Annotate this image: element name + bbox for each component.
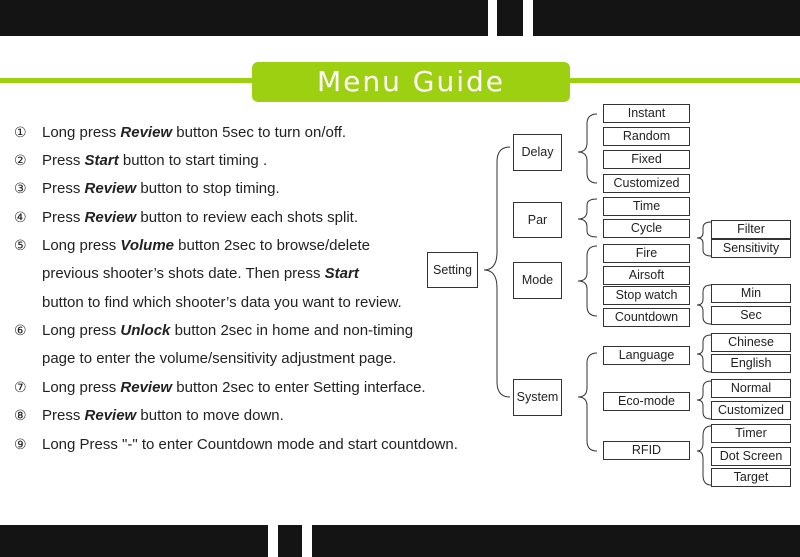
menu-sec: Sec	[711, 306, 791, 325]
menu-time: Time	[603, 197, 690, 216]
step-number: ⑥	[14, 323, 27, 339]
menu-sensitivity: Sensitivity	[711, 239, 791, 258]
button-name: Start	[84, 152, 119, 169]
bottom-bar-right	[312, 525, 800, 557]
menu-instant: Instant	[603, 104, 690, 123]
countdown-brace	[696, 284, 712, 325]
menu-par: Par	[513, 202, 562, 238]
button-name: Review	[84, 407, 137, 424]
menu-delay-customized: Customized	[603, 174, 690, 193]
top-bar-left	[0, 0, 488, 36]
step-number: ①	[14, 125, 27, 141]
top-bar-middle	[497, 0, 523, 36]
button-name: Review	[84, 209, 137, 226]
menu-language: Language	[603, 346, 690, 365]
menu-english: English	[711, 354, 791, 373]
menu-filter: Filter	[711, 220, 791, 239]
menu-chinese: Chinese	[711, 333, 791, 352]
button-name: Volume	[120, 237, 175, 254]
button-name: Review	[120, 379, 173, 396]
menu-mode: Mode	[513, 262, 562, 299]
eco-brace	[696, 380, 712, 420]
menu-dot-screen: Dot Screen	[711, 447, 791, 466]
menu-timer: Timer	[711, 424, 791, 443]
page-title: Menu Guide	[252, 62, 570, 102]
bottom-bar-middle	[278, 525, 302, 557]
menu-delay: Delay	[513, 134, 562, 171]
par-brace	[577, 198, 598, 238]
button-name: Start	[324, 265, 359, 282]
step-number: ②	[14, 153, 27, 169]
top-bar-right	[533, 0, 800, 36]
step-number: ③	[14, 181, 27, 197]
delay-brace	[577, 113, 598, 184]
button-name: Unlock	[120, 322, 171, 339]
step-number: ⑨	[14, 437, 27, 453]
system-brace	[577, 352, 598, 452]
step-5-line-2: previous shooter’s shots date. Then pres…	[42, 265, 359, 282]
step-number: ⑧	[14, 408, 27, 424]
menu-airsoft: Airsoft	[603, 266, 690, 285]
button-name: Review	[84, 180, 137, 197]
menu-stop-watch: Stop watch	[603, 286, 690, 305]
step-number: ⑤	[14, 238, 27, 254]
menu-normal: Normal	[711, 379, 791, 398]
menu-fire: Fire	[603, 244, 690, 263]
language-brace	[696, 334, 712, 373]
mode-brace	[577, 245, 598, 317]
step-5-line-3: button to find which shooter’s data you …	[42, 294, 402, 311]
menu-eco-customized: Customized	[711, 401, 791, 420]
root-brace	[483, 146, 511, 398]
menu-min: Min	[711, 284, 791, 303]
menu-target: Target	[711, 468, 791, 487]
step-6-line-2: page to enter the volume/sensitivity adj…	[42, 350, 397, 367]
step-number: ⑦	[14, 380, 27, 396]
menu-root-setting: Setting	[427, 252, 478, 288]
cycle-brace	[696, 221, 712, 257]
menu-fixed: Fixed	[603, 150, 690, 169]
menu-random: Random	[603, 127, 690, 146]
menu-cycle: Cycle	[603, 219, 690, 238]
menu-eco-mode: Eco-mode	[603, 392, 690, 411]
menu-countdown: Countdown	[603, 308, 690, 327]
rfid-brace	[696, 425, 712, 486]
menu-system: System	[513, 379, 562, 416]
menu-rfid: RFID	[603, 441, 690, 460]
bottom-bar-left	[0, 525, 268, 557]
button-name: Review	[120, 124, 173, 141]
step-number: ④	[14, 210, 27, 226]
